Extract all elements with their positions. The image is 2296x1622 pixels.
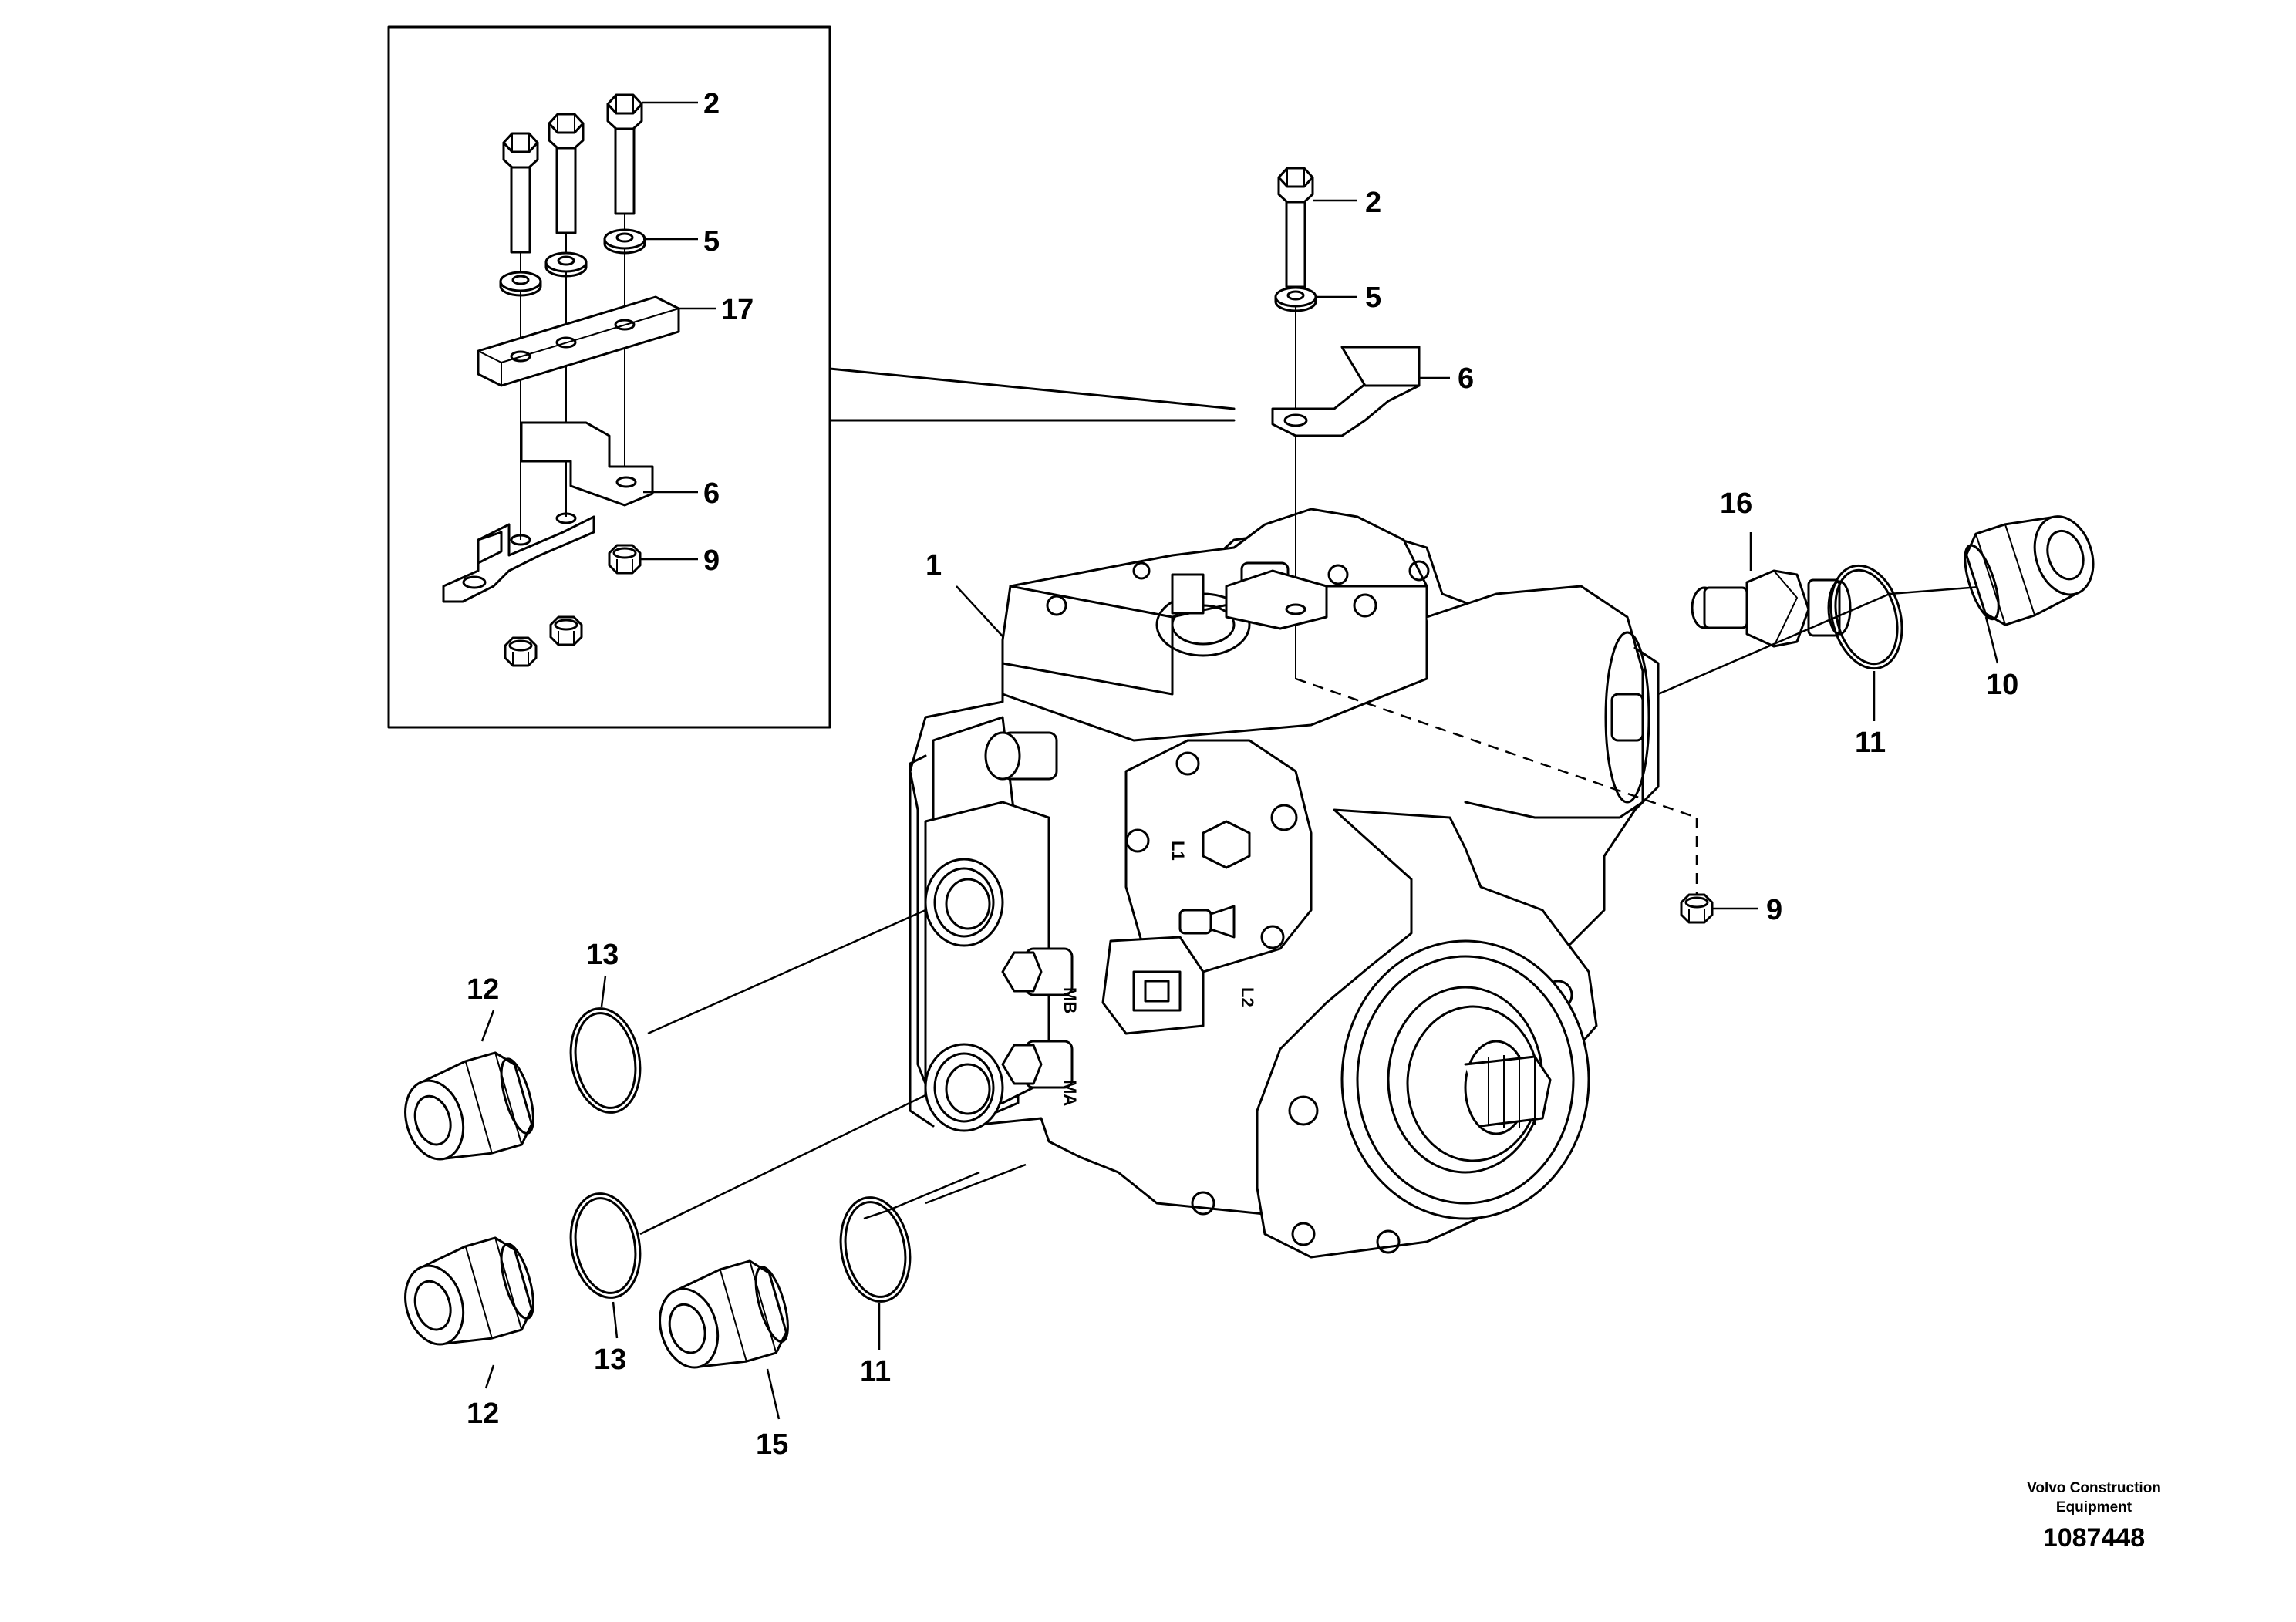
callout-5-inset: 5 bbox=[703, 225, 720, 258]
main-bolt-2 bbox=[1277, 167, 1314, 288]
inset-bolt-c bbox=[606, 93, 643, 494]
inset-washer-c bbox=[603, 228, 646, 255]
callout-17: 17 bbox=[721, 294, 754, 326]
callout-13-lower: 13 bbox=[594, 1344, 626, 1376]
port-mark-l2: L2 bbox=[1238, 987, 1257, 1007]
inset-detail-box bbox=[387, 25, 1236, 729]
port-mark-ma: MA bbox=[1060, 1080, 1080, 1106]
callout-2-inset: 2 bbox=[703, 88, 720, 120]
callout-16: 16 bbox=[1720, 487, 1752, 520]
callout-1: 1 bbox=[925, 549, 942, 582]
brand-line-1: Volvo Construction bbox=[2027, 1480, 2161, 1496]
inset-plate-17 bbox=[477, 295, 680, 387]
callout-13-upper: 13 bbox=[586, 939, 619, 971]
main-bracket-installed bbox=[1171, 569, 1328, 630]
inset-washer-a bbox=[499, 271, 542, 297]
main-nut-9 bbox=[1680, 893, 1714, 924]
callout-5-main: 5 bbox=[1365, 282, 1381, 314]
nut-dash-line bbox=[1295, 677, 1698, 819]
callout-12-lower: 12 bbox=[467, 1398, 499, 1430]
oring-11-bottom bbox=[831, 1190, 919, 1309]
callout-6-main: 6 bbox=[1458, 363, 1474, 395]
callout-9-main: 9 bbox=[1766, 894, 1782, 926]
oring-13-upper bbox=[561, 1001, 649, 1120]
callout-11-right: 11 bbox=[1855, 727, 1886, 759]
callout-10: 10 bbox=[1986, 669, 2018, 701]
pump-body: MB MA L1 L2 bbox=[909, 508, 1660, 1259]
callout-leaders bbox=[480, 101, 1999, 1420]
fitting-12-lower bbox=[393, 1230, 544, 1361]
brand-line-2: Equipment bbox=[2056, 1499, 2132, 1516]
sensor-16 bbox=[1691, 569, 1852, 648]
callout-12-upper: 12 bbox=[467, 973, 499, 1006]
port-mark-l1: L1 bbox=[1168, 841, 1188, 861]
fitting-10 bbox=[1954, 500, 2106, 633]
callout-2-main: 2 bbox=[1365, 187, 1381, 219]
port-mark-mb: MB bbox=[1060, 987, 1080, 1013]
document-number: 1087448 bbox=[2043, 1523, 2145, 1553]
fitting-15 bbox=[647, 1253, 798, 1384]
inset-nut-a bbox=[504, 636, 538, 667]
main-bracket-6 bbox=[1271, 346, 1421, 437]
callout-6-inset: 6 bbox=[703, 477, 720, 510]
main-washer-5 bbox=[1274, 286, 1317, 312]
inset-bracket-6-upper bbox=[520, 421, 654, 507]
inset-bracket-6-lower bbox=[442, 512, 595, 603]
inset-nut-b bbox=[549, 615, 583, 646]
callout-9-inset: 9 bbox=[703, 545, 720, 577]
inset-washer-b bbox=[544, 251, 588, 278]
oring-13-lower bbox=[561, 1186, 649, 1305]
callout-11-bottom: 11 bbox=[860, 1355, 891, 1388]
callout-15: 15 bbox=[756, 1428, 788, 1461]
inset-nut-c bbox=[608, 544, 642, 575]
fitting-12-upper bbox=[393, 1045, 544, 1175]
